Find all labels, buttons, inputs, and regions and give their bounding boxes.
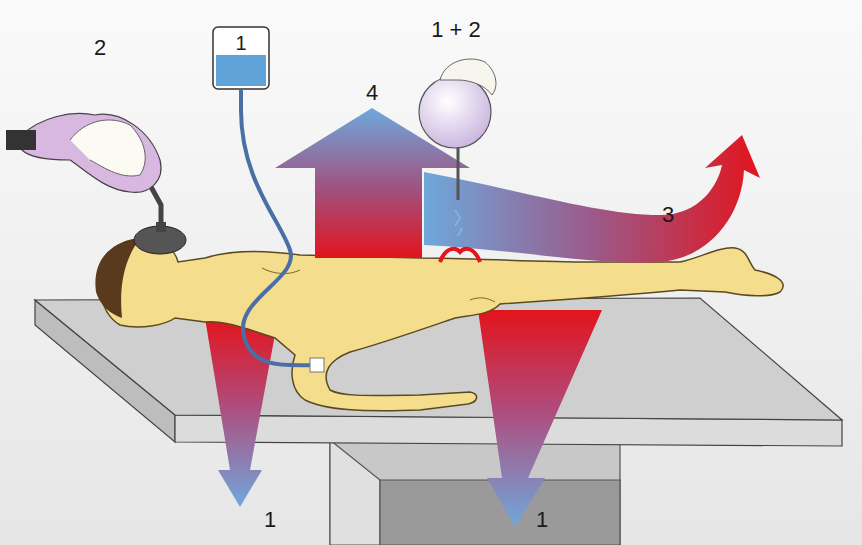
iv-bag: 1	[216, 29, 266, 55]
callout-number: 1	[235, 29, 246, 53]
callout-number: 3	[662, 204, 674, 226]
callout-number: 2	[94, 37, 106, 59]
callout-number: 1 + 2	[431, 19, 481, 41]
callout-number: 1	[264, 509, 276, 531]
callout-number: 1	[536, 509, 548, 531]
callout-number: 4	[366, 82, 378, 104]
